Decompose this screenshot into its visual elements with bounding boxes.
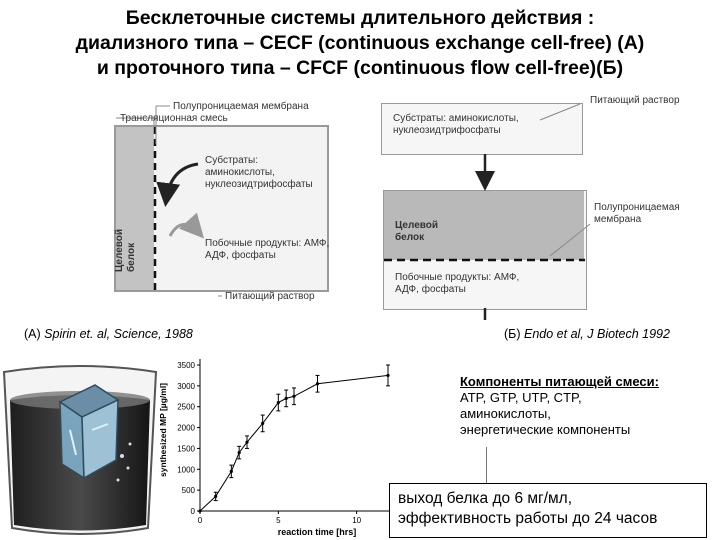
y-tick-label: 0 — [191, 507, 196, 516]
data-point — [276, 400, 280, 405]
y-tick-label: 1000 — [177, 465, 195, 474]
x-tick-label: 0 — [198, 516, 203, 525]
x-tick-label: 5 — [276, 516, 281, 525]
title-line-2: диализного типа – CECF (continuous excha… — [75, 32, 645, 54]
diagram-a-graphics — [116, 105, 222, 297]
substrate-arrow-icon — [156, 162, 199, 207]
y-tick-label: 1500 — [177, 444, 195, 453]
y-tick-label: 2000 — [177, 424, 195, 433]
feed-solution-b-leader — [539, 103, 581, 121]
data-point — [245, 440, 249, 444]
result-line-2: эффективность работы до 24 часов — [398, 510, 658, 527]
byproduct-arrow-icon — [168, 212, 205, 239]
data-point — [261, 421, 265, 425]
notes-connector-line — [486, 447, 487, 483]
substrates-box — [381, 103, 583, 155]
membrane-label-b: Полупроницаемая мембрана — [594, 202, 680, 225]
feed-mix-line-3: энергетические компоненты — [460, 422, 631, 437]
reactor-protein-area — [384, 191, 584, 260]
diagram-b-graphics — [384, 103, 591, 320]
x-tick-label: 10 — [352, 516, 361, 525]
feed-solution-label-a: Питающий раствор — [225, 291, 315, 302]
substrates-label-b: Субстраты: аминокислоты, нуклеозидтрифос… — [393, 113, 519, 136]
y-tick-label: 3000 — [177, 382, 195, 391]
data-point — [237, 451, 241, 455]
y-tick-label: 500 — [182, 486, 196, 495]
caption-b-label: (Б) — [504, 327, 521, 341]
chart-y-axis-label: synthesized MP [µg/ml] — [158, 383, 168, 477]
y-tick-label: 3500 — [177, 361, 195, 370]
feed-mix-heading: Компоненты питающей смеси: — [460, 374, 659, 389]
feed-solution-label-b: Питающий раствор — [590, 95, 680, 106]
dialysis-cassette-icon — [58, 384, 120, 480]
feed-mix-line-1: ATP, GTP, UTP, CTP, — [460, 390, 582, 405]
diagram-a-translation-area — [116, 127, 154, 290]
data-point — [284, 396, 288, 400]
caption-a: (А) Spirin et. al, Science, 1988 — [24, 327, 193, 341]
byproducts-label-a: Побочные продукты: АМФ, АДФ, фосфаты — [205, 238, 330, 261]
caption-a-label: (А) — [24, 327, 41, 341]
feed-mix-line-2: аминокислоты, — [460, 406, 551, 421]
target-protein-label-b: Целевой белок — [395, 220, 439, 243]
slide-title: Бесклеточные системы длительного действи… — [0, 6, 720, 81]
byproducts-label-b: Побочные продукты: АМФ, АДФ, фосфаты — [395, 272, 520, 295]
data-point — [198, 509, 202, 513]
title-line-1: Бесклеточные системы длительного действи… — [125, 7, 595, 29]
chart-x-axis-label: reaction time [hrs] — [278, 527, 357, 537]
result-box: выход белка до 6 мг/мл, эффективность ра… — [389, 483, 707, 538]
caption-b: (Б) Endo et al, J Biotech 1992 — [504, 327, 670, 341]
substrates-label-a: Субстраты: аминокислоты, нуклеозидтрифос… — [205, 155, 313, 190]
data-point — [386, 373, 390, 378]
membrane-b-leader — [549, 223, 591, 257]
data-point — [292, 394, 296, 398]
target-protein-label-a: Целевой белок — [114, 228, 137, 272]
data-point — [315, 382, 320, 386]
feed-mix-notes: Компоненты питающей смеси: ATP, GTP, UTP… — [460, 374, 659, 438]
membrane-label-a: Полупроницаемая мембрана — [173, 101, 309, 112]
dialysis-beaker-illustration — [2, 365, 158, 535]
translation-mix-label: Трансляционная смесь — [120, 113, 228, 124]
protein-yield-chart: synthesized MP [µg/ml] reaction time [hr… — [158, 359, 440, 537]
caption-b-reference: Endo et al, J Biotech 1992 — [524, 327, 670, 341]
title-line-3: и проточного типа – CFCF (continuous flo… — [96, 57, 624, 79]
result-line-1: выход белка до 6 мг/мл, — [398, 490, 573, 507]
y-tick-label: 2500 — [177, 403, 195, 412]
data-point — [214, 494, 218, 498]
caption-a-reference: Spirin et. al, Science, 1988 — [44, 327, 193, 341]
data-point — [229, 469, 233, 473]
